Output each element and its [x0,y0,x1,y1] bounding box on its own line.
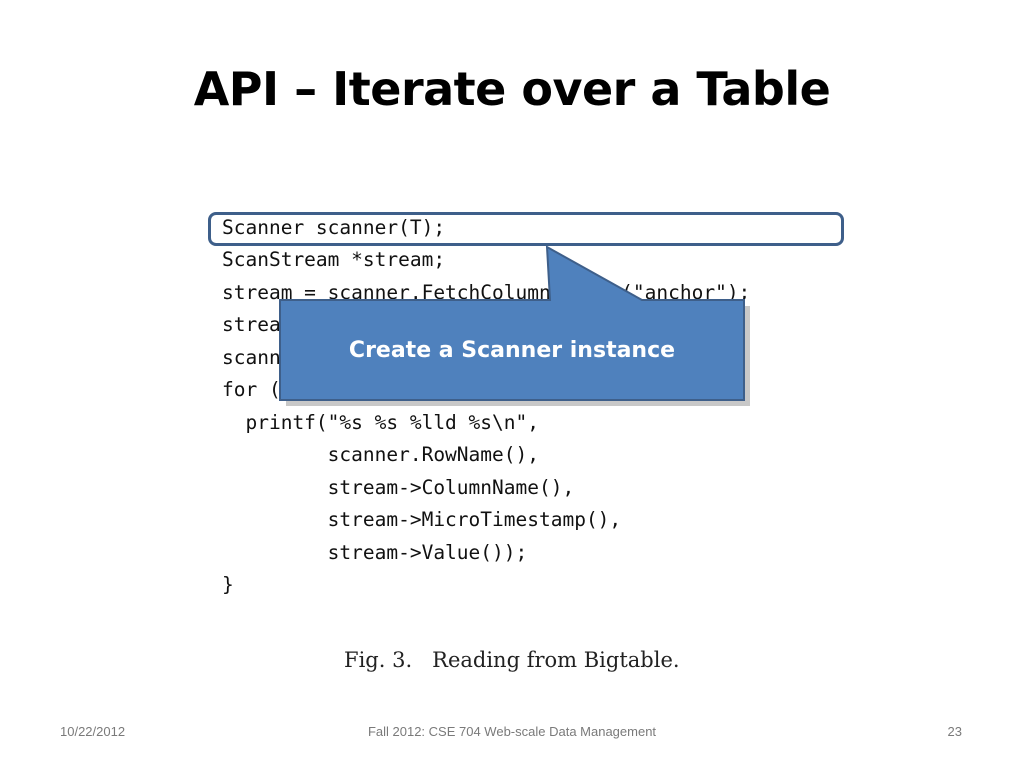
page-number: 23 [947,724,962,739]
code-line: stream->MicroTimestamp(), [222,508,622,531]
callout-label: Create a Scanner instance [348,337,676,363]
code-line: } [222,573,234,596]
footer-date: 10/22/2012 [60,724,126,739]
code-line: stream->ColumnName(), [222,476,575,499]
highlight-box [208,212,844,246]
code-line: Scanner scanner(T); [222,216,446,239]
slide-title: API – Iterate over a Table [193,62,831,116]
figure-caption: Fig. 3. Reading from Bigtable. [344,648,680,672]
code-line: printf("%s %s %lld %s\n", [222,411,539,434]
code-line: stream->Value()); [222,541,528,564]
code-line: scanner.RowName(), [222,443,539,466]
code-line: ScanStream *stream; [222,248,446,271]
footer-course: Fall 2012: CSE 704 Web-scale Data Manage… [367,724,657,739]
